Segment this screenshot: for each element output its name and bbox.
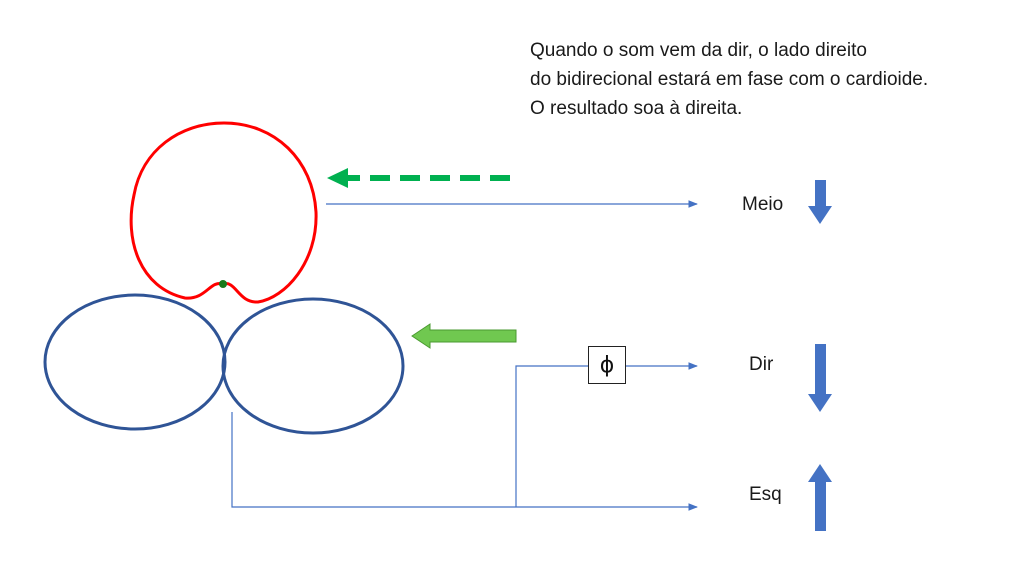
left-up-arrow-icon	[808, 464, 832, 531]
branch-to-phase-line	[515, 365, 588, 507]
output-label-mid: Meio	[742, 194, 784, 215]
phase-inverter-box: ϕ	[588, 346, 626, 384]
phase-symbol: ϕ	[599, 352, 615, 378]
figure-eight-left-lobe	[43, 293, 227, 431]
center-dot	[219, 280, 227, 288]
cardioid-pattern	[129, 121, 318, 304]
explanation-line-2: do bidirecional estará em fase com o car…	[530, 69, 929, 90]
right-down-arrow-icon	[808, 344, 832, 412]
figure-eight-right-lobe	[221, 297, 405, 435]
explanation-line-1: Quando o som vem da dir, o lado direito	[530, 40, 867, 61]
mid-down-arrow-icon	[808, 180, 832, 224]
output-label-left: Esq	[749, 484, 782, 505]
explanation-text: Quando o som vem da dir, o lado direito …	[530, 36, 928, 123]
output-label-right: Dir	[749, 354, 774, 375]
sound-arrow-dashed	[327, 168, 510, 188]
explanation-line-3: O resultado soa à direita.	[530, 98, 743, 119]
sound-arrow-solid	[411, 323, 517, 349]
side-signal-line	[231, 412, 698, 511]
